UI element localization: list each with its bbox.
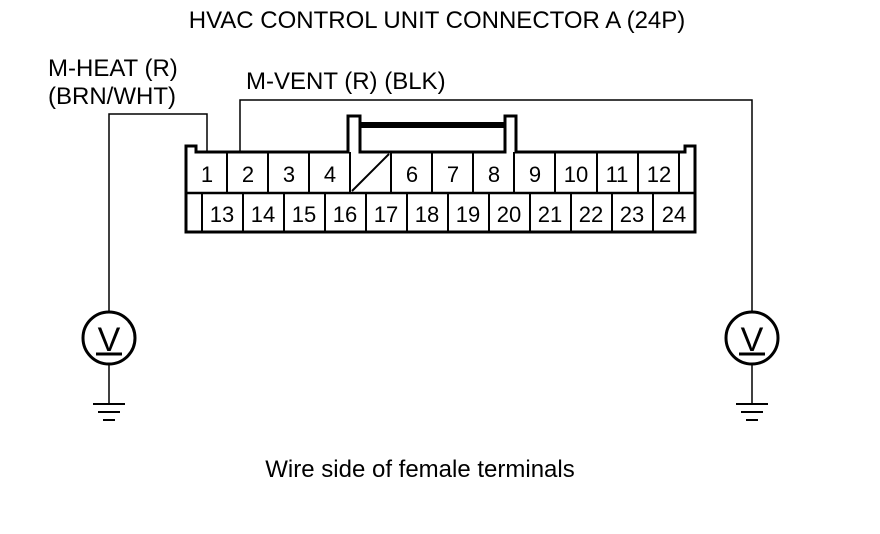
voltmeter-symbol: V [98, 321, 121, 359]
m-vent-label: M-VENT (R) (BLK) [246, 68, 446, 95]
top-row-pins: 1 2 3 4 6 7 8 9 10 11 12 [201, 162, 671, 187]
bottom-row-pins: 13 14 15 16 17 18 19 20 21 22 23 24 [210, 202, 686, 227]
pin-label: 17 [374, 202, 398, 227]
empty-cavity-mark [351, 153, 390, 192]
pin-label: 12 [647, 162, 671, 187]
pin-label: 4 [324, 162, 336, 187]
diagram-caption: Wire side of female terminals [265, 456, 574, 483]
pin-label: 11 [606, 162, 629, 187]
m-heat-wire [108, 113, 208, 313]
pin-label: 24 [662, 202, 686, 227]
pin-label: 21 [538, 202, 562, 227]
connector-body: 1 2 3 4 6 7 8 9 10 11 12 13 14 15 16 17 … [184, 114, 697, 234]
pin-label: 13 [210, 202, 234, 227]
bottom-row-dividers [201, 193, 654, 232]
diagram-title: HVAC CONTROL UNIT CONNECTOR A (24P) [189, 7, 686, 34]
voltmeter-symbol: V [741, 321, 764, 359]
pin-label: 3 [283, 162, 295, 187]
pin-label: 19 [456, 202, 480, 227]
pin-label: 22 [579, 202, 603, 227]
right-ground-icon [736, 403, 768, 421]
left-ground-icon [93, 403, 125, 421]
pin-label: 14 [251, 202, 275, 227]
pin-label: 1 [201, 162, 213, 187]
pin-label: 20 [497, 202, 521, 227]
pin-label: 16 [333, 202, 357, 227]
pin-label: 23 [620, 202, 644, 227]
m-heat-label: M-HEAT (R) [48, 55, 178, 82]
pin-label: 7 [447, 162, 459, 187]
pin-label: 8 [488, 162, 500, 187]
m-heat-wire-color: (BRN/WHT) [48, 83, 176, 110]
connector-outline [184, 114, 697, 234]
pin-label: 9 [529, 162, 541, 187]
pin-label: 15 [292, 202, 316, 227]
right-voltmeter-icon: V [724, 310, 780, 366]
left-voltmeter-icon: V [81, 310, 137, 366]
m-vent-wire [239, 99, 753, 313]
connector-latch [360, 122, 505, 128]
pin-label: 2 [242, 162, 254, 187]
pin-label: 6 [406, 162, 418, 187]
pin-label: 10 [564, 162, 588, 187]
top-row-dividers [226, 152, 680, 193]
pin-label: 18 [415, 202, 439, 227]
